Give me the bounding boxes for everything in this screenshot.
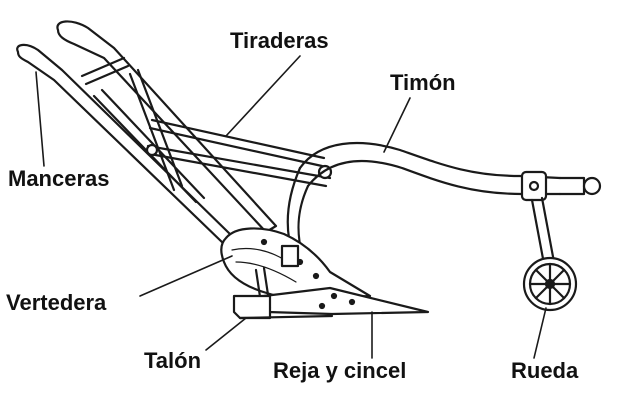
moldboard-bracket: [280, 244, 300, 268]
moldboard-group: [220, 227, 372, 302]
wheel-bracket: [520, 170, 548, 202]
right-handle: [56, 20, 278, 234]
beam-lower-edge: [306, 159, 562, 196]
handles-group: [16, 20, 278, 246]
wheel-bracket-bolt: [528, 180, 540, 192]
leader-talon: [205, 317, 247, 351]
pulling-bars-group: [145, 118, 333, 188]
pulling-bar-pivot: [145, 143, 159, 157]
label-rueda: Rueda: [511, 358, 579, 383]
leader-vertedera: [139, 255, 233, 297]
landside: [238, 314, 334, 320]
moldboard-rivet-3: [312, 272, 320, 280]
share-rivet-1: [330, 292, 338, 300]
beam-upper-edge: [298, 141, 562, 180]
wheel-group: [522, 196, 578, 312]
wheel-spokes: [528, 262, 572, 306]
heel-group: [232, 294, 334, 320]
moldboard-rivet-1: [260, 238, 268, 246]
pulling-bar-lower: [146, 144, 332, 188]
label-manceras: Manceras: [8, 166, 110, 191]
label-talon: Talón: [144, 348, 202, 373]
handle-brace-upper: [80, 56, 130, 86]
beam-group: [286, 141, 602, 262]
leader-tiraderas: [225, 55, 301, 137]
pulling-bar-upper: [148, 118, 326, 168]
leader-rueda: [533, 307, 547, 359]
share-rivet-3: [318, 302, 326, 310]
left-handle: [16, 43, 234, 246]
leader-timon: [383, 97, 411, 153]
wheel-stem: [530, 196, 556, 266]
beam-ring: [582, 176, 602, 196]
leader-manceras: [35, 71, 45, 167]
heel: [232, 294, 272, 320]
label-reja-y-cincel: Reja y cincel: [273, 358, 407, 383]
beam-clevis: [558, 176, 586, 196]
label-vertedera: Vertedera: [6, 290, 107, 315]
leader-lines: [35, 55, 547, 359]
label-timon: Timón: [390, 70, 456, 95]
share-rivet-2: [348, 298, 356, 306]
label-tiraderas: Tiraderas: [230, 28, 329, 53]
